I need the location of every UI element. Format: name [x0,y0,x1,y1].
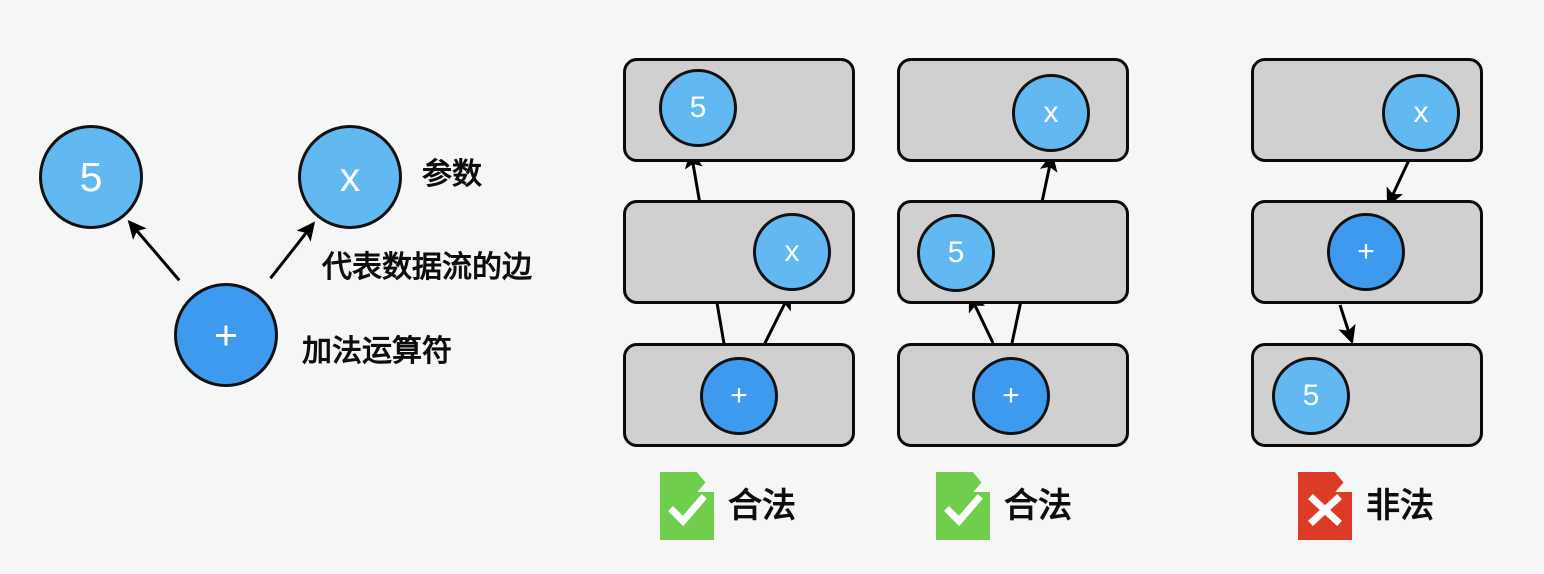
statement-box-1[interactable] [623,58,855,162]
legend-node-5[interactable]: 5 [39,125,143,229]
node-label: 5 [947,236,965,269]
legend-label-add-operator: 加法运算符 [302,335,452,368]
legend-label-parameter: 参数 [422,158,482,191]
node-label: 5 [1302,379,1320,412]
node-5[interactable]: 5 [659,69,737,147]
node-5[interactable]: 5 [917,214,995,292]
node-x[interactable]: x [753,213,831,291]
status-badge: 合法 [936,472,1072,540]
document-check-icon [660,472,714,540]
node-label: x [1413,96,1429,129]
status-badge: 合法 [660,472,796,540]
node-plus[interactable]: + [972,357,1050,435]
node-x[interactable]: x [1382,74,1460,152]
node-label: + [214,311,238,358]
node-plus[interactable]: + [1327,213,1405,291]
node-label: + [1357,235,1375,268]
node-label: + [730,379,748,412]
legend-node-plus[interactable]: + [174,283,278,387]
node-5[interactable]: 5 [1272,357,1350,435]
node-label: 5 [79,153,103,200]
document-check-icon [936,472,990,540]
node-x[interactable]: x [1012,74,1090,152]
legend-label-dataflow-edge: 代表数据流的边 [322,251,532,284]
c3-edge-plus-to-five-arrow [1338,304,1356,345]
legend-group: 5 x + 参数代表数据流的边加法运算符 [0,0,600,430]
legend-node-x[interactable]: x [298,125,402,229]
status-label: 非法 [1366,487,1434,525]
status-label: 合法 [1004,487,1072,525]
document-x-icon [1298,472,1352,540]
node-plus[interactable]: + [700,357,778,435]
node-label: x [784,235,800,268]
status-badge: 非法 [1298,472,1434,540]
status-label: 合法 [728,487,796,525]
node-label: 5 [689,91,707,124]
c3-edge-x-to-plus-arrow [1386,159,1411,208]
node-label: + [1002,379,1020,412]
node-label: x [339,153,361,200]
node-label: x [1043,96,1059,129]
